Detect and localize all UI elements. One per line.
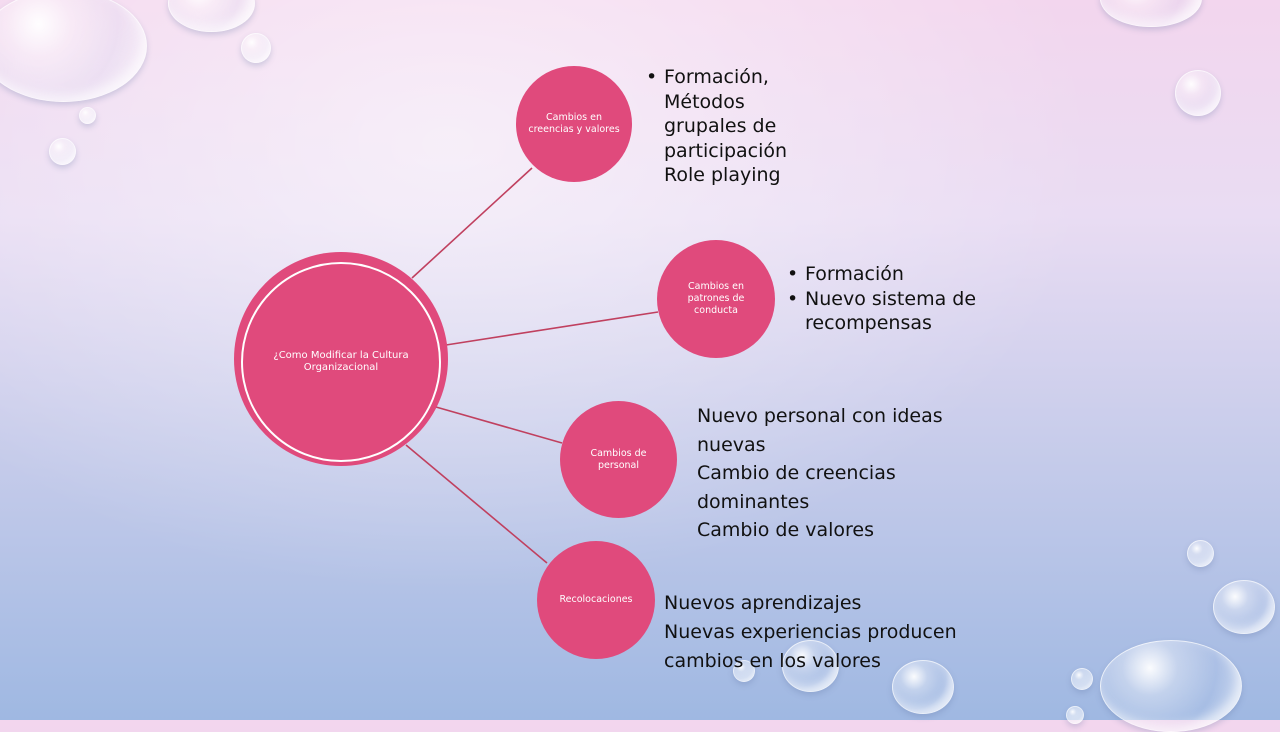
branch-text-conducta: Formación Nuevo sistema de recompensas [787,262,987,336]
connector-line [435,406,563,444]
bullet-item: Nuevo sistema de recompensas [787,287,987,336]
droplet-decoration [892,660,954,714]
text-line: Nuevas experiencias producen cambios en … [664,621,957,672]
text-line: Cambio de creencias dominantes [697,462,896,513]
droplet-decoration [49,138,76,165]
droplet-decoration [79,107,96,124]
text-line: Cambio de valores [697,519,874,541]
branch-node-conducta: Cambios en patrones de conducta [657,240,775,358]
branch-node-personal: Cambios de personal [560,401,677,518]
branch-text-creencias: Formación, Métodos grupales de participa… [646,65,806,188]
droplet-decoration [1187,540,1214,567]
droplet-decoration [1071,668,1093,690]
droplet-decoration [241,33,271,63]
connector-line [405,444,548,564]
droplet-decoration [733,660,755,682]
droplet-decoration [1175,70,1221,116]
connector-line [411,167,533,279]
branch-text-recolocaciones: Nuevos aprendizajes Nuevas experiencias … [664,589,964,676]
branch-node-creencias: Cambios en creencias y valores [516,66,632,182]
bullet-item: Formación, Métodos grupales de participa… [646,65,806,188]
connector-line [445,311,659,346]
droplet-decoration [0,0,147,102]
branch-text-personal: Nuevo personal con ideas nuevas Cambio d… [697,402,962,545]
droplet-decoration [1213,580,1275,634]
bullet-item: Formación [787,262,987,287]
branch-node-recolocaciones: Recolocaciones [537,541,655,659]
text-line: Nuevos aprendizajes [664,592,862,614]
droplet-decoration [782,640,839,692]
text-line: Nuevo personal con ideas nuevas [697,405,943,456]
droplet-decoration [1100,640,1242,732]
center-node-label: ¿Como Modificar la Cultura Organizaciona… [241,262,441,462]
